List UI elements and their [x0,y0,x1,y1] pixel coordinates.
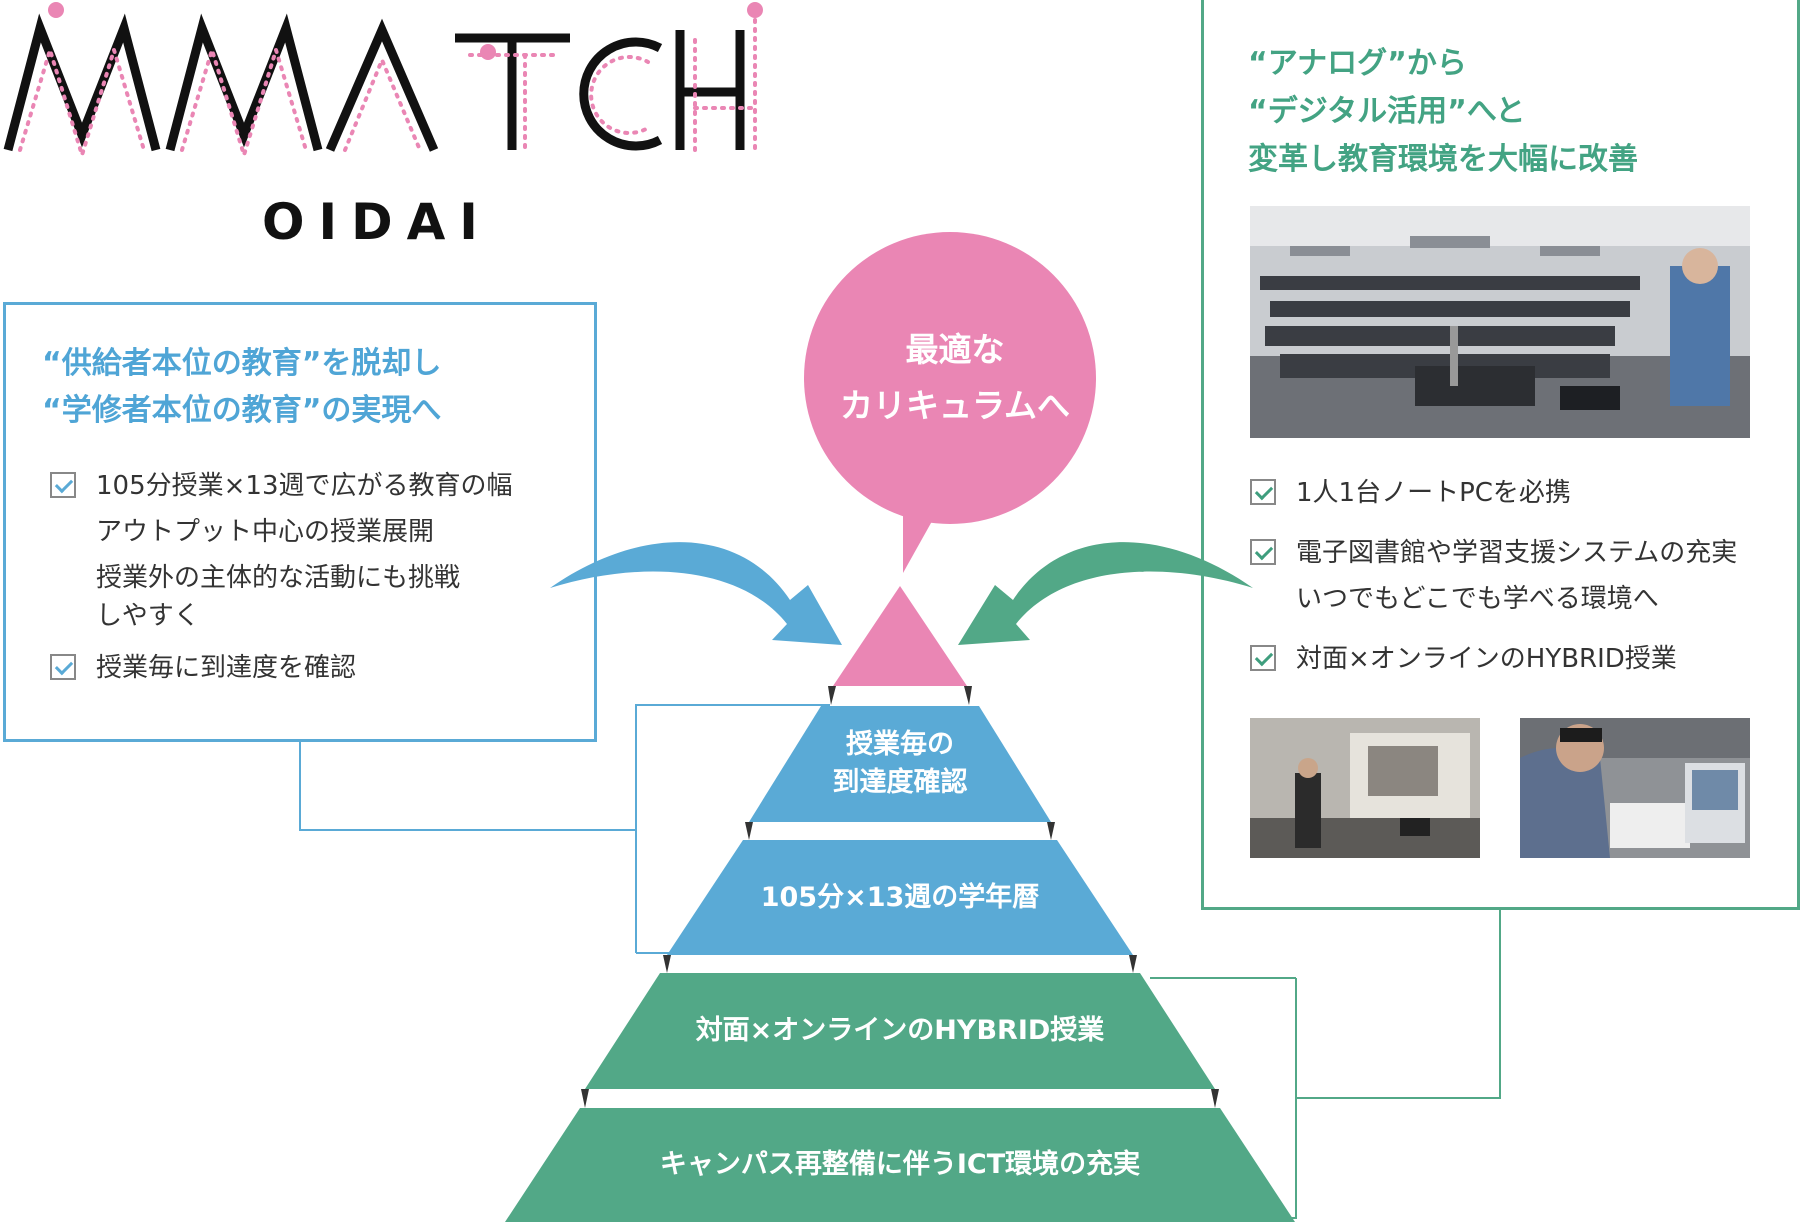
pyramid-tier-4-label: キャンパス再整備に伴うICT環境の充実 [560,1146,1240,1184]
tier-line: 対面×オンラインのHYBRID授業 [695,1015,1105,1046]
list-item: 対面×オンラインのHYBRID授業 [1250,636,1780,682]
pyramid-tier-3 [585,973,1215,1089]
study-photo [1520,718,1750,858]
pyramid-tier-3-label: 対面×オンラインのHYBRID授業 [620,1012,1180,1050]
right-title-line: “アナログ”から [1248,46,1467,81]
list-item: 電子図書館や学習支援システムの充実 [1250,530,1780,576]
checkbox-icon [50,654,76,680]
right-box-title: “アナログ”から “デジタル活用”へと 変革し教育環境を大幅に改善 [1248,40,1768,184]
list-item-text: しやすく [96,601,200,631]
list-item: 授業外の主体的な活動にも挑戦 [50,555,570,601]
list-item-text: 授業毎に到達度を確認 [96,653,357,683]
pyramid-tier-2-label: 105分×13週の学年暦 [700,879,1100,917]
goal-speech-bubble [804,232,1096,573]
list-item: 授業毎に到達度を確認 [50,645,570,691]
right-title-line: 変革し教育環境を大幅に改善 [1248,142,1638,177]
tier-line: 到達度確認 [832,767,968,798]
bubble-text: 最適な カリキュラムへ [805,322,1105,434]
match-logo [3,2,763,162]
bubble-line: カリキュラムへ [839,386,1070,425]
right-title-line: “デジタル活用”へと [1248,94,1526,129]
lecture-photo [1250,718,1480,858]
checkbox-icon [1250,539,1276,565]
list-item-text: 1人1台ノートPCを必携 [1296,478,1571,508]
list-item-text: 対面×オンラインのHYBRID授業 [1296,644,1677,674]
left-checklist: 105分授業×13週で広がる教育の幅 アウトプット中心の授業展開 授業外の主体的… [50,463,570,691]
left-info-box [3,302,597,742]
logo-subtitle: OIDAI [262,193,492,251]
left-title-line: “学修者本位の教育”の実現へ [42,393,442,428]
bubble-line: 最適な [905,330,1005,369]
checkbox-icon [1250,479,1276,505]
list-item-text: 授業外の主体的な活動にも挑戦 [96,563,461,593]
list-item: しやすく [50,601,570,631]
pyramid-tier-1 [749,706,1051,822]
tier-line: 105分×13週の学年暦 [760,882,1040,913]
pyramid-tier-2 [667,840,1133,955]
logo-letter-m1 [3,13,161,152]
curved-arrow-icon [958,542,1253,645]
pyramid-apex [833,586,967,686]
left-box-title: “供給者本位の教育”を脱却し “学修者本位の教育”の実現へ [42,340,562,434]
tier-line: 授業毎の [846,729,954,760]
checkbox-icon [1250,645,1276,671]
list-item: 105分授業×13週で広がる教育の幅 [50,463,570,509]
list-item-text: アウトプット中心の授業展開 [96,517,435,547]
pyramid-tier-4 [505,1108,1295,1222]
list-item: アウトプット中心の授業展開 [50,509,570,555]
list-item: 1人1台ノートPCを必携 [1250,470,1780,516]
checkbox-icon [50,472,76,498]
list-item-text: 105分授業×13週で広がる教育の幅 [96,471,513,501]
list-item-text: 電子図書館や学習支援システムの充実 [1296,538,1738,568]
left-title-line: “供給者本位の教育”を脱却し [42,346,442,381]
list-item: いつでもどこでも学べる環境へ [1250,576,1780,622]
logo-letter-m2 [165,13,323,152]
pyramid-tier-1-label: 授業毎の 到達度確認 [750,726,1050,802]
list-item-text: いつでもどこでも学べる環境へ [1296,584,1659,614]
classroom-photo [1250,206,1750,438]
right-checklist: 1人1台ノートPCを必携 電子図書館や学習支援システムの充実 いつでもどこでも学… [1250,470,1780,682]
logo-letter-a [325,18,439,152]
curved-arrow-icon [550,542,842,645]
tier-line: キャンパス再整備に伴うICT環境の充実 [659,1149,1141,1180]
